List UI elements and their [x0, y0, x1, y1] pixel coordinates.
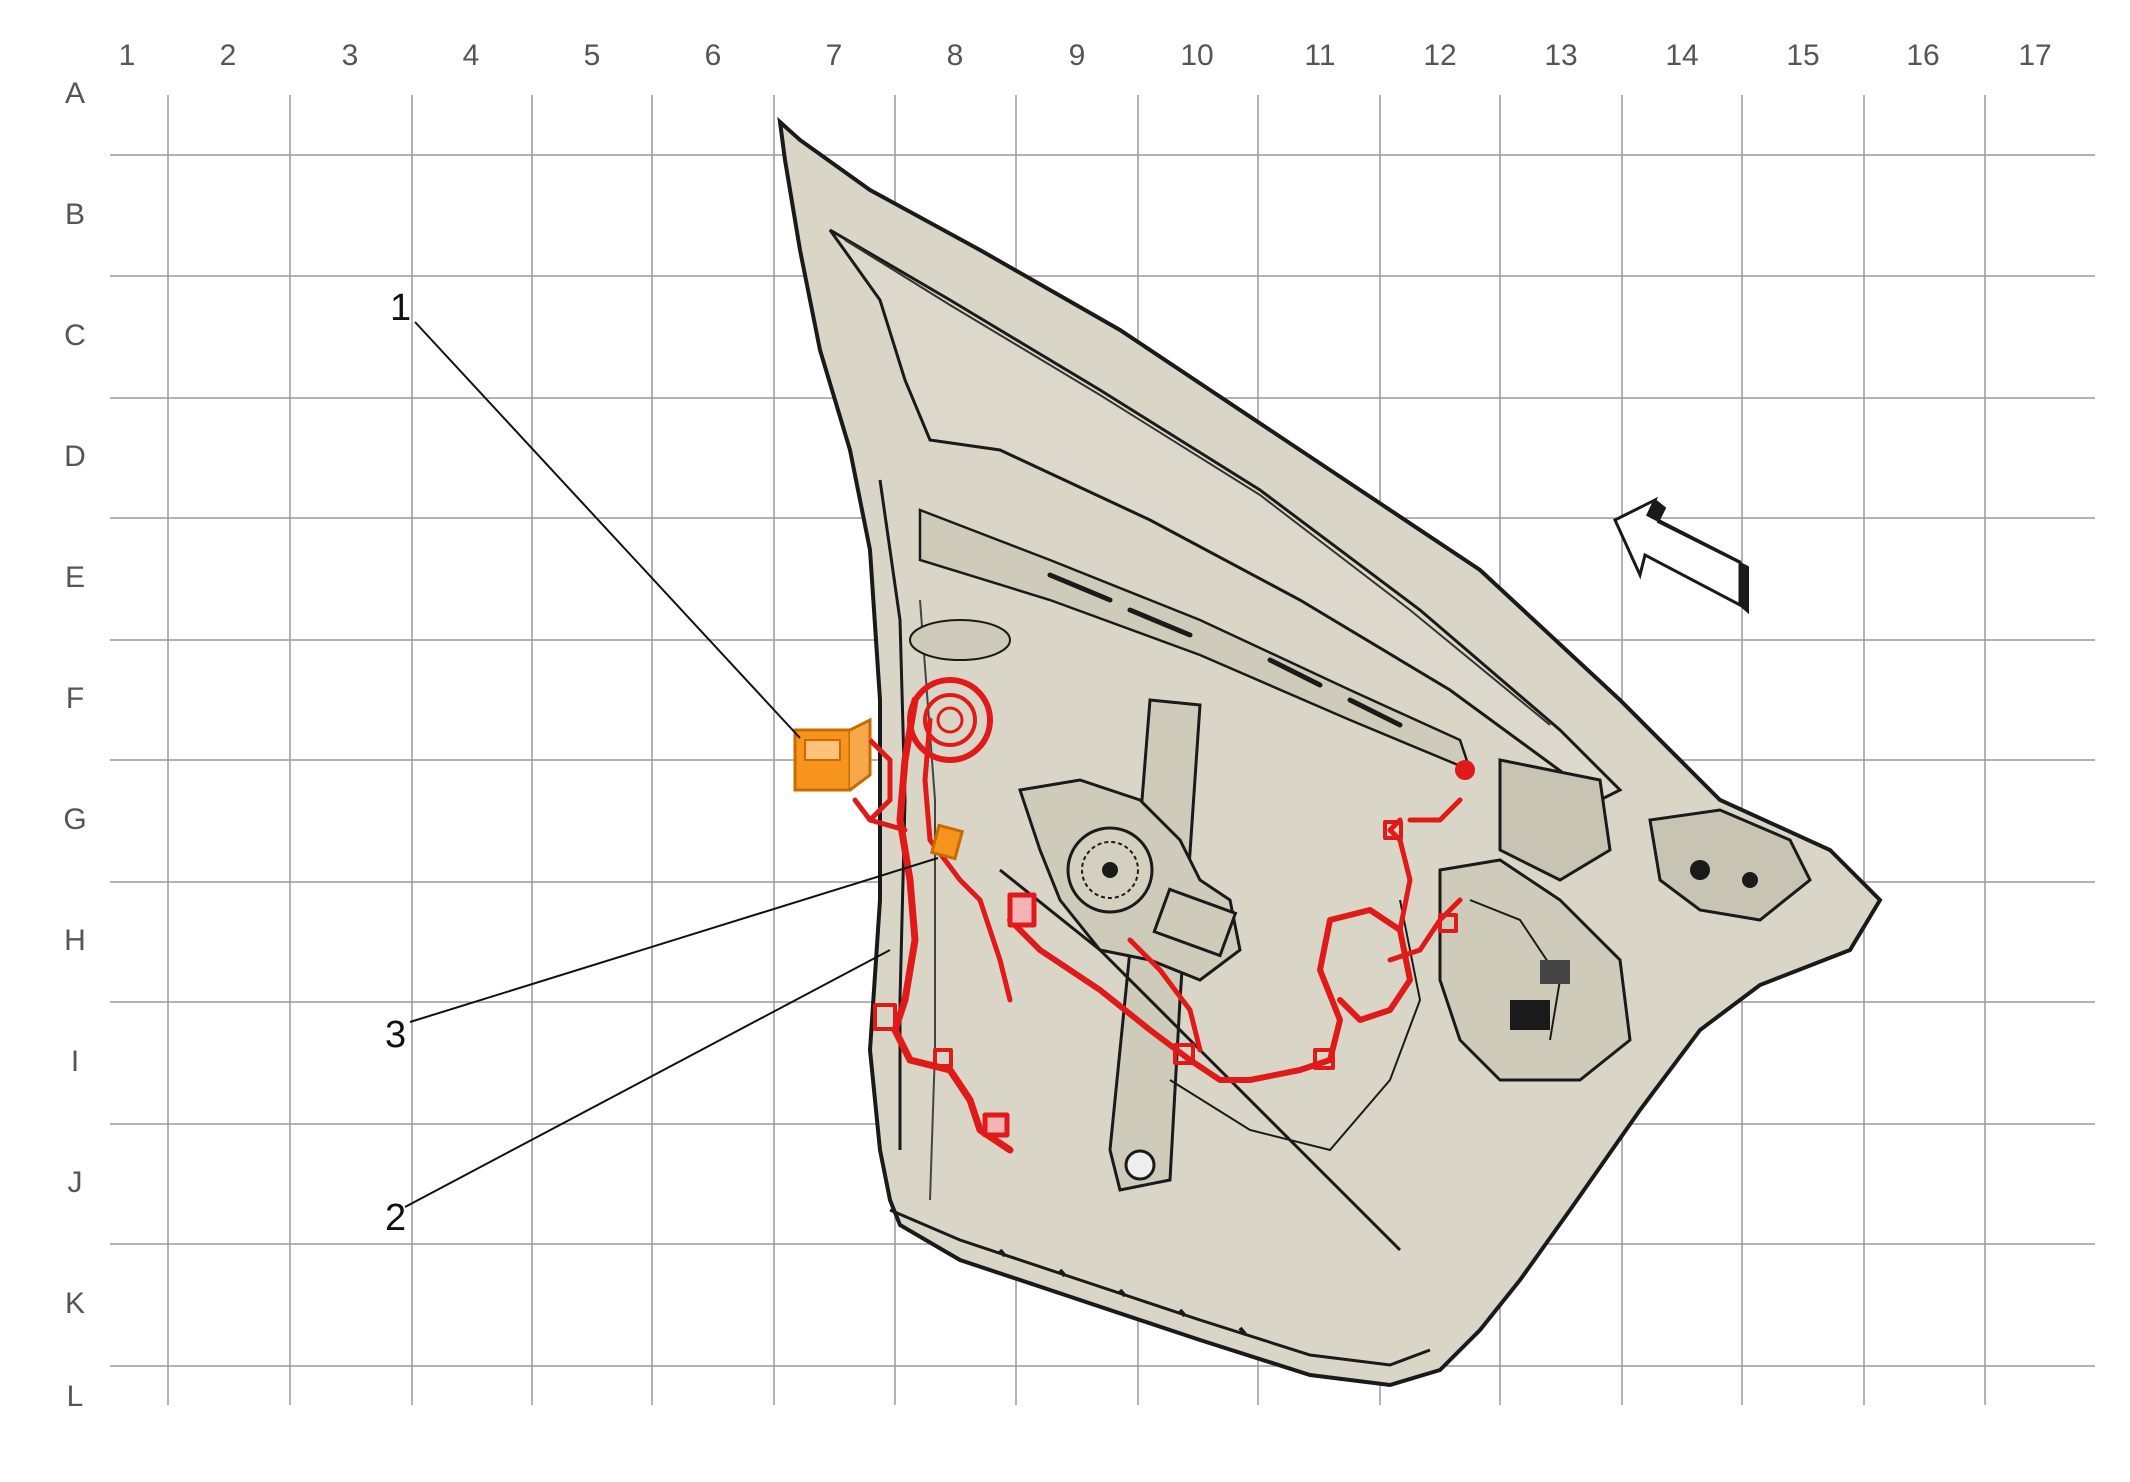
- door-lock-module: [1438, 758, 1632, 1082]
- regulator-pulley-bottom: [1124, 1149, 1156, 1181]
- window-frame: [828, 228, 1623, 802]
- column-label: 3: [342, 39, 359, 72]
- row-label: I: [71, 1045, 79, 1078]
- column-label: 12: [1423, 39, 1456, 72]
- column-label: 14: [1665, 39, 1698, 72]
- rear-pillar-inner: [919, 599, 936, 1201]
- column-label: 6: [705, 39, 722, 72]
- column-label: 11: [1304, 39, 1335, 72]
- arrow-icon: [1613, 496, 1749, 615]
- column-label: 9: [1069, 39, 1086, 72]
- row-label: A: [65, 77, 85, 110]
- speaker-opening: [909, 619, 1011, 661]
- callout-line-3: [409, 857, 939, 1023]
- callout-line-1: [414, 321, 801, 739]
- column-label: 8: [947, 39, 964, 72]
- regulator-cable-2: [1169, 899, 1422, 1152]
- column-label: 15: [1786, 39, 1819, 72]
- row-label: D: [64, 440, 86, 473]
- row-label: H: [64, 924, 86, 957]
- column-label: 1: [119, 39, 136, 72]
- row-label: E: [65, 561, 85, 594]
- callout-line-2: [404, 949, 891, 1208]
- callouts: 1 3 2: [385, 287, 939, 1239]
- row-label: L: [67, 1380, 84, 1413]
- row-label: K: [65, 1287, 85, 1320]
- column-label: 5: [584, 39, 601, 72]
- window-glass-edge: [844, 239, 1551, 726]
- column-label: 2: [220, 39, 237, 72]
- door-sill: [889, 1208, 1431, 1367]
- belt-slots: [1047, 572, 1403, 728]
- orange-connectors: [793, 717, 965, 861]
- row-label: F: [66, 682, 84, 715]
- column-label: 13: [1544, 39, 1577, 72]
- column-label: 17: [2018, 39, 2051, 72]
- column-label: 10: [1180, 39, 1213, 72]
- wiring-harness: [852, 677, 1475, 1154]
- row-label: J: [68, 1166, 83, 1199]
- row-label: G: [63, 803, 86, 836]
- sill-rivets: [998, 1248, 1247, 1336]
- row-label: C: [64, 319, 86, 352]
- column-label: 4: [463, 39, 480, 72]
- callout-label-3: 3: [385, 1014, 406, 1056]
- connector-3: [929, 823, 965, 861]
- callout-label-1: 1: [390, 287, 411, 329]
- window-motor: [1018, 778, 1242, 982]
- row-labels: A B C D E F G H I J K L: [63, 77, 86, 1413]
- column-label: 16: [1906, 39, 1939, 72]
- row-label: B: [65, 198, 85, 231]
- callout-label-2: 2: [385, 1197, 406, 1239]
- connector-1: [793, 717, 893, 822]
- door-assembly: [777, 116, 1883, 1388]
- door-latch-area: [1648, 808, 1812, 922]
- column-label: 7: [826, 39, 843, 72]
